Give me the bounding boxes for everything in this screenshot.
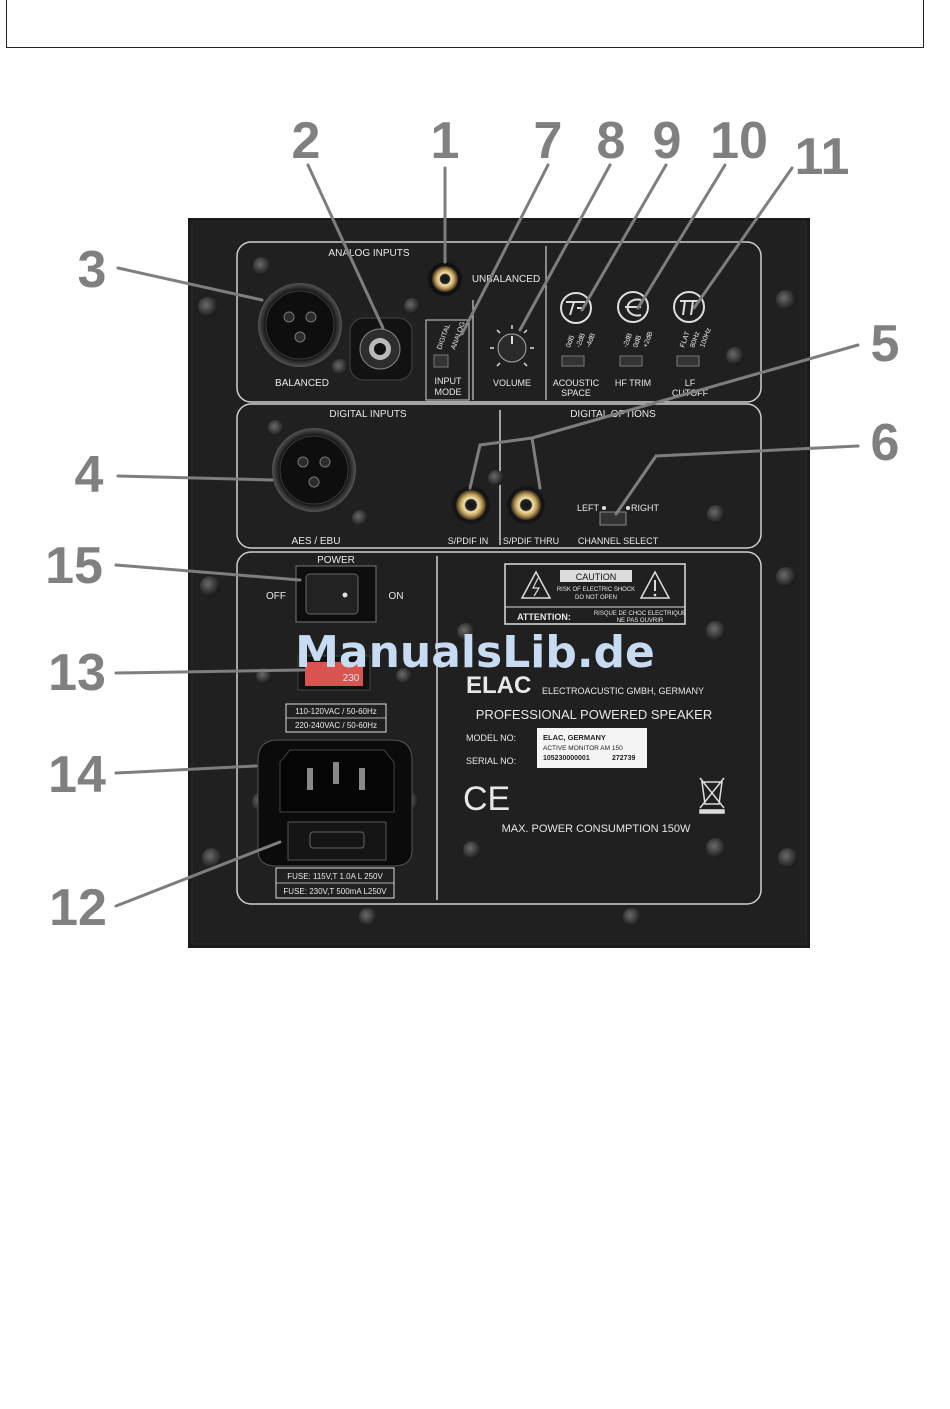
callout-8: 8 <box>597 112 626 170</box>
callout-5: 5 <box>871 315 900 373</box>
voltage-rating-box: 110-120VAC / 50-60Hz 220-240VAC / 50-60H… <box>285 703 387 733</box>
balanced-xlr-input[interactable] <box>258 283 342 367</box>
label-hf-trim: HF TRIM <box>615 378 651 388</box>
caution-label: CAUTION RISK OF ELECTRIC SHOCK DO NOT OP… <box>504 563 686 625</box>
sticker-serial: 105230000001 <box>543 755 590 762</box>
callout-10: 10 <box>710 112 768 170</box>
label-right: RIGHT <box>631 503 660 513</box>
spdif-thru-rca[interactable] <box>507 486 545 524</box>
label-model-no: MODEL NO: <box>466 733 516 743</box>
exclamation-warning-icon <box>639 570 671 599</box>
as-opt-2: -4dB <box>585 332 597 349</box>
voltage-line-2: 220-240VAC / 50-60Hz <box>295 721 377 730</box>
unbalanced-rca-input[interactable] <box>428 262 462 296</box>
top-frame <box>6 0 924 48</box>
sticker-line-2: ACTIVE MONITOR AM 150 <box>543 745 623 752</box>
fuse-line-1: FUSE: 115V,T 1.0A L 250V <box>287 872 383 881</box>
label-channel-select: CHANNEL SELECT <box>578 536 659 546</box>
callout-leader-lines <box>114 163 860 908</box>
fuse-line-2: FUSE: 230V,T 500mA L250V <box>283 887 387 896</box>
sticker-serial-suffix: 272739 <box>612 755 635 762</box>
spdif-in-rca[interactable] <box>452 486 490 524</box>
label-acoustic-space: ACOUSTIC <box>553 378 600 388</box>
label-lf-cutoff: LF <box>685 378 696 388</box>
label-power: POWER <box>317 555 355 566</box>
label-left: LEFT <box>577 503 600 513</box>
watermark: ManualsLib.de <box>295 627 655 678</box>
volume-knob[interactable]: VOLUME <box>490 325 534 388</box>
label-spdif-in: S/PDIF IN <box>448 536 489 546</box>
lightning-warning-icon <box>520 570 552 599</box>
hf-opt-1: 0dB <box>632 334 643 348</box>
caution-title: CAUTION <box>576 572 617 582</box>
voltage-selector[interactable]: 230 <box>297 655 371 691</box>
brand-logo: ELAC <box>466 672 531 699</box>
attention-sub-2: NE PAS OUVRIR <box>617 618 664 624</box>
label-on: ON <box>389 591 404 602</box>
hf-opt-0: -2dB <box>622 332 634 349</box>
brand-subtitle: ELECTROACUSTIC GMBH, GERMANY <box>542 686 704 696</box>
sticker-line-1: ELAC, GERMANY <box>543 733 606 742</box>
callout-1: 1 <box>431 112 460 170</box>
as-opt-0: 0dB <box>565 334 576 348</box>
label-input-mode-2: MODE <box>435 387 462 397</box>
model-serial-sticker: ELAC, GERMANY ACTIVE MONITOR AM 150 1052… <box>537 728 647 768</box>
callout-15: 15 <box>45 537 103 595</box>
voltage-selector-value: 230 <box>343 673 360 684</box>
label-off: OFF <box>266 591 286 602</box>
channel-select-switch[interactable]: LEFT RIGHT CHANNEL SELECT <box>577 503 660 546</box>
digital-section-frame <box>236 403 762 549</box>
aes-ebu-xlr-input[interactable] <box>272 428 356 512</box>
trs-jack-input[interactable] <box>349 317 413 381</box>
callout-11: 11 <box>795 128 850 186</box>
power-section-frame <box>236 551 762 905</box>
label-spdif-thru: S/PDIF THRU <box>503 536 559 546</box>
caution-sub-1: RISK OF ELECTRIC SHOCK <box>557 587 635 593</box>
caution-sub-2: DO NOT OPEN <box>575 595 617 601</box>
label-digital-inputs: DIGITAL INPUTS <box>329 409 407 420</box>
voltage-line-1: 110-120VAC / 50-60Hz <box>295 707 377 716</box>
label-analog-inputs: ANALOG INPUTS <box>328 248 409 259</box>
fuse-rating-box: FUSE: 115V,T 1.0A L 250V FUSE: 230V,T 50… <box>275 867 395 899</box>
callout-2: 2 <box>292 112 321 170</box>
label-serial-no: SERIAL NO: <box>466 756 516 766</box>
as-opt-1: -2dB <box>575 332 587 349</box>
callout-9: 9 <box>653 112 682 170</box>
weee-bin-icon <box>699 777 725 814</box>
label-unbalanced: UNBALANCED <box>472 274 540 285</box>
label-volume: VOLUME <box>493 378 531 388</box>
attention-title: ATTENTION: <box>517 612 571 622</box>
label-balanced: BALANCED <box>275 378 329 389</box>
attention-sub-1: RISQUE DE CHOC ELECTRIQUE <box>594 611 686 617</box>
label-acoustic-space-2: SPACE <box>561 388 591 398</box>
ce-mark: CE <box>463 780 510 818</box>
callout-12: 12 <box>49 879 107 937</box>
fuse-holder[interactable] <box>287 821 387 861</box>
callout-13: 13 <box>48 644 106 702</box>
power-rocker-switch[interactable] <box>295 565 377 623</box>
callout-6: 6 <box>871 414 900 472</box>
acoustic-space-switch[interactable]: 0dB -2dB -4dB ACOUSTIC SPACE <box>553 292 600 398</box>
product-title: PROFESSIONAL POWERED SPEAKER <box>476 707 712 722</box>
callout-7: 7 <box>534 112 563 170</box>
max-power-label: MAX. POWER CONSUMPTION 150W <box>502 823 691 835</box>
label-input-mode: INPUT <box>435 376 463 386</box>
analog-section-frame <box>236 241 762 403</box>
callout-4: 4 <box>75 446 104 504</box>
label-aes-ebu: AES / EBU <box>292 536 341 547</box>
callout-3: 3 <box>78 241 107 299</box>
callout-14: 14 <box>48 746 106 804</box>
